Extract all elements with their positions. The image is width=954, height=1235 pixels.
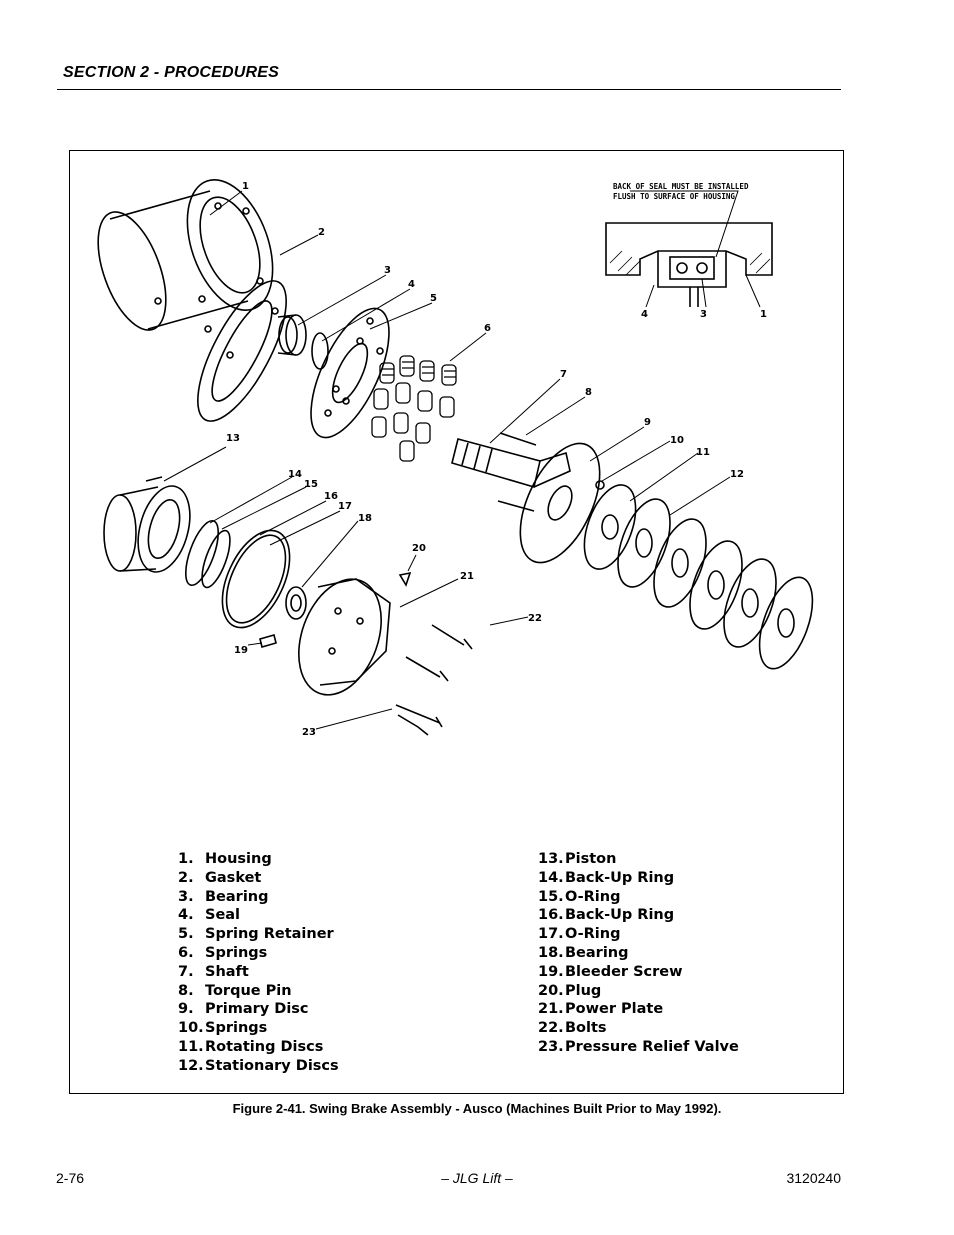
callout-5: 5 — [430, 293, 437, 304]
legend-item: 15.O-Ring — [538, 888, 621, 905]
springs-part — [371, 355, 457, 462]
legend-item: 3.Bearing — [178, 888, 269, 905]
detail-label-4: 4 — [641, 309, 648, 320]
shaft-part — [451, 438, 571, 489]
legend-item: 10.Springs — [178, 1020, 268, 1037]
callout-22: 22 — [528, 613, 542, 624]
legend-item: 22.Bolts — [538, 1020, 607, 1037]
detail-note-line2: FLUSH TO SURFACE OF HOUSING — [613, 192, 735, 201]
callout-18: 18 — [358, 513, 372, 524]
legend-item: 6.Springs — [178, 944, 268, 961]
legend-item: 23.Pressure Relief Valve — [538, 1038, 739, 1055]
power-plate-part — [298, 578, 391, 696]
detail-label-3: 3 — [700, 309, 707, 320]
back-up-ring-2-part — [221, 529, 291, 629]
callout-16: 16 — [324, 491, 338, 502]
callout-7: 7 — [560, 369, 567, 380]
bearing-part — [277, 314, 307, 356]
section-title: SECTION 2 - PROCEDURES — [63, 64, 279, 81]
legend-item: 2.Gasket — [178, 869, 262, 886]
o-ring-2-part — [225, 534, 287, 624]
header-divider — [57, 89, 841, 90]
callout-3: 3 — [384, 265, 391, 276]
o-ring-part — [201, 529, 231, 589]
callout-1: 1 — [242, 181, 249, 192]
plug-part — [398, 571, 412, 587]
legend-item: 11.Rotating Discs — [178, 1038, 324, 1055]
bolts-part — [395, 624, 473, 728]
callout-9: 9 — [644, 417, 651, 428]
legend-item: 19.Bleeder Screw — [538, 963, 683, 980]
disc-stack-part — [583, 484, 814, 670]
parts-legend-left: 1.Housing 2.Gasket 3.Bearing 4.Seal 5.Sp… — [178, 850, 339, 1076]
detail-label-1: 1 — [760, 309, 767, 320]
exploded-view-drawing: BACK OF SEAL MUST BE INSTALLED FLUSH TO … — [97, 178, 814, 738]
piston-part — [103, 476, 191, 573]
legend-item: 13.Piston — [538, 851, 617, 867]
torque-pin-part — [497, 432, 537, 512]
legend-item: 5.Spring Retainer — [178, 926, 334, 943]
callout-11: 11 — [696, 447, 710, 458]
callout-6: 6 — [484, 323, 491, 334]
page-number: 2-76 — [56, 1170, 85, 1186]
detail-note-line1: BACK OF SEAL MUST BE INSTALLED — [613, 182, 749, 191]
seal-detail-drawing — [605, 190, 773, 308]
callout-15: 15 — [304, 479, 318, 490]
callout-14: 14 — [288, 469, 302, 480]
gasket-part — [197, 277, 287, 422]
legend-item: 8.Torque Pin — [178, 982, 292, 999]
callout-17: 17 — [338, 501, 352, 512]
housing-part — [97, 178, 274, 331]
callout-8: 8 — [585, 387, 592, 398]
legend-item: 9.Primary Disc — [178, 1001, 309, 1018]
legend-item: 16.Back-Up Ring — [538, 907, 675, 924]
legend-item: 17.O-Ring — [538, 926, 621, 943]
figure-frame: BACK OF SEAL MUST BE INSTALLED FLUSH TO … — [69, 150, 844, 1094]
document-number: 3120240 — [786, 1170, 841, 1186]
callout-19: 19 — [234, 645, 248, 656]
legend-item: 12.Stationary Discs — [178, 1057, 339, 1074]
legend-item: 1.Housing — [178, 851, 272, 867]
footer-brand: – JLG Lift – — [441, 1170, 513, 1186]
primary-disc-part — [519, 442, 601, 564]
small-springs-part — [595, 480, 605, 490]
legend-item: 18.Bearing — [538, 944, 629, 961]
parts-legend-right: 13.Piston 14.Back-Up Ring 15.O-Ring 16.B… — [538, 850, 739, 1057]
legend-item: 4.Seal — [178, 907, 241, 924]
legend-item: 14.Back-Up Ring — [538, 869, 675, 886]
seal-part — [311, 332, 329, 370]
callout-20: 20 — [412, 543, 426, 554]
legend-item: 20.Plug — [538, 982, 602, 999]
figure-caption: Figure 2-41. Swing Brake Assembly - Ausc… — [232, 1101, 722, 1116]
legend-item: 21.Power Plate — [538, 1001, 664, 1018]
callout-23: 23 — [302, 727, 316, 738]
legend-item: 7.Shaft — [178, 963, 249, 980]
callout-4: 4 — [408, 279, 415, 290]
callout-12: 12 — [730, 469, 744, 480]
spring-retainer-part — [310, 307, 390, 439]
bleeder-screw-part — [259, 634, 277, 648]
bearing-2-part — [285, 586, 307, 620]
callout-21: 21 — [460, 571, 474, 582]
callout-10: 10 — [670, 435, 684, 446]
callout-2: 2 — [318, 227, 325, 238]
callout-13: 13 — [226, 433, 240, 444]
relief-valve-part — [397, 714, 429, 736]
